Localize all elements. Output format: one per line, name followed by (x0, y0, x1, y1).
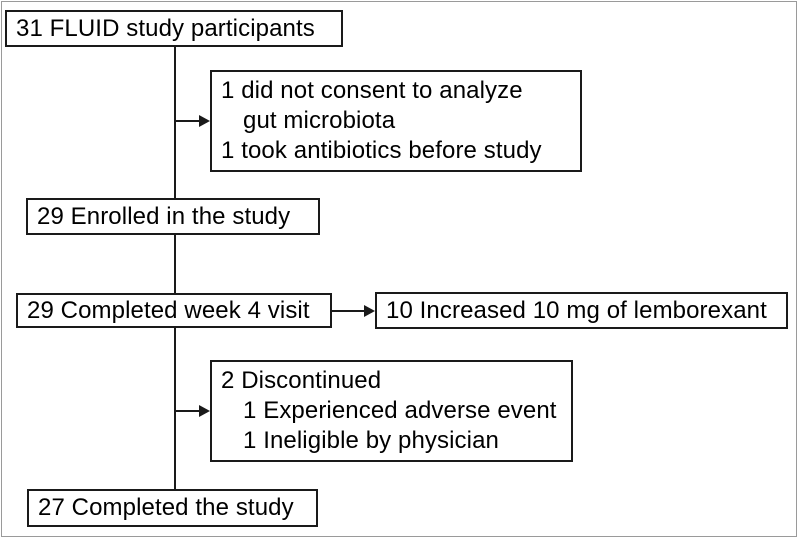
node-excluded-line-1: 1 did not consent to analyze (221, 77, 523, 104)
node-enrollment-line-1: 31 FLUID study participants (16, 14, 315, 42)
connector-spine-week4-to-completed (174, 328, 176, 489)
node-dose-increase-line-1: 10 Increased 10 mg of lemborexant (386, 296, 767, 324)
node-discontinued-line-1: 2 Discontinued (221, 367, 382, 394)
node-discontinued: 2 Discontinued 1 Experienced adverse eve… (210, 360, 573, 462)
connector-branch-discontinued (174, 410, 202, 412)
node-excluded: 1 did not consent to analyze gut microbi… (210, 70, 582, 172)
connector-branch-dose-increase (332, 310, 368, 312)
node-week4-visit: 29 Completed week 4 visit (16, 293, 332, 328)
node-excluded-line-2: gut microbiota (243, 107, 396, 134)
node-enrolled-line-1: 29 Enrolled in the study (37, 202, 291, 230)
node-discontinued-line-3: 1 Ineligible by physician (243, 427, 499, 454)
node-discontinued-line-2: 1 Experienced adverse event (243, 397, 557, 424)
node-week4-visit-line-1: 29 Completed week 4 visit (27, 296, 310, 324)
connector-branch-excluded (174, 120, 202, 122)
node-enrollment: 31 FLUID study participants (5, 10, 343, 47)
node-excluded-line-3: 1 took antibiotics before study (221, 137, 542, 164)
connector-spine-enrollment-to-enrolled (174, 47, 176, 198)
connector-spine-enrolled-to-week4 (174, 235, 176, 293)
arrowhead-discontinued (199, 405, 210, 417)
arrowhead-dose-increase (364, 305, 375, 317)
node-enrolled: 29 Enrolled in the study (26, 198, 320, 235)
node-completed: 27 Completed the study (27, 489, 318, 527)
arrowhead-excluded (199, 115, 210, 127)
node-completed-line-1: 27 Completed the study (38, 494, 294, 521)
node-dose-increase: 10 Increased 10 mg of lemborexant (375, 292, 788, 329)
